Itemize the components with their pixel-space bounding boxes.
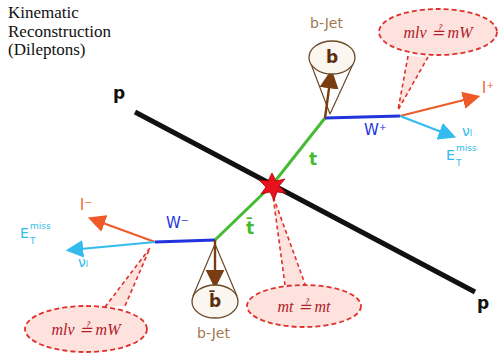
proton-label: p: [113, 84, 125, 103]
b-quark-line: [325, 74, 331, 118]
callout-tail: [105, 248, 150, 307]
proton-label: p: [477, 294, 489, 313]
proton-beam: [135, 112, 475, 292]
callout-tail: [273, 196, 305, 285]
lepton-line: [400, 97, 476, 116]
met-subscript: T: [30, 237, 36, 247]
constraint-bubble: mt ≟ mt: [246, 284, 362, 328]
callout-tail: [398, 56, 428, 110]
met-label: E: [446, 148, 455, 163]
met-subscript: T: [456, 159, 462, 169]
quark-symbol: b: [326, 47, 338, 67]
neutrino-line: [70, 242, 155, 250]
jet-label: b-Jet: [197, 326, 230, 341]
particle-label: νₗ: [462, 124, 472, 139]
particle-label: l⁺: [482, 80, 494, 97]
jet-ellipse: b: [308, 40, 356, 75]
b-quark-line: [214, 240, 216, 284]
lepton-line: [92, 219, 155, 242]
constraint-bubble: mlν ≟ mW: [24, 305, 148, 353]
diagram-title: Kinematic Reconstruction (Dileptons): [8, 4, 130, 60]
mass-constraint: mlν ≟ mW: [404, 23, 473, 42]
mass-constraint: mlν ≟ mW: [52, 320, 121, 339]
constraint-bubble: mlν ≟ mW: [378, 8, 498, 56]
mass-constraint: mt ≟ mt: [278, 297, 331, 316]
top-quark-line: [272, 118, 325, 185]
particle-label: t̄: [246, 219, 254, 238]
jet-label: b-Jet: [310, 16, 343, 31]
w-boson-line: [325, 116, 400, 118]
met-label: E: [20, 226, 29, 241]
jet-ellipse: b̄: [191, 284, 239, 319]
particle-label: W⁻: [166, 215, 189, 232]
collision-vertex: [259, 173, 286, 200]
met-superscript: miss: [30, 222, 51, 232]
particle-label: l⁻: [80, 197, 92, 214]
quark-symbol: b̄: [209, 291, 221, 311]
particle-label: t: [309, 150, 317, 169]
particle-label: W⁺: [364, 122, 387, 139]
w-boson-line: [155, 240, 215, 242]
met-superscript: miss: [456, 144, 477, 154]
particle-label: νₗ: [78, 255, 88, 270]
neutrino-line: [400, 116, 452, 136]
